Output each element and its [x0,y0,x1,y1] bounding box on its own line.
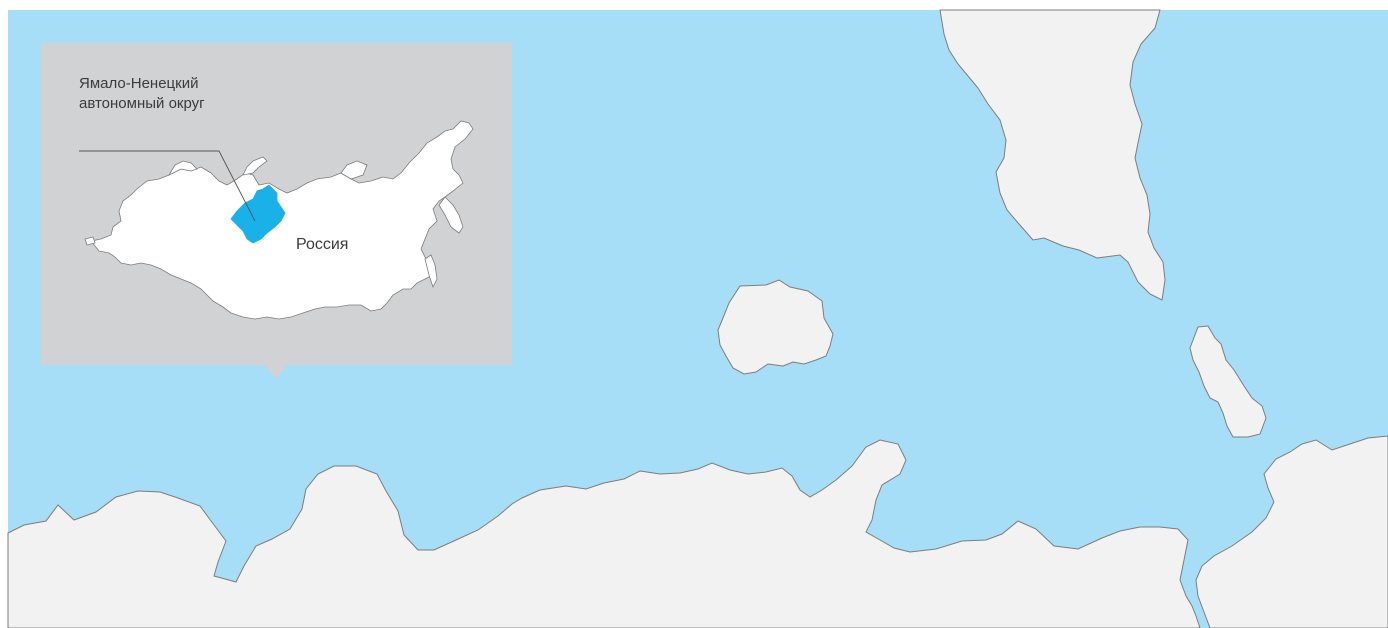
yamalo-nenets-region [230,184,286,244]
north-peninsula [939,9,1166,301]
east-island [1189,325,1267,438]
novaya-zemlya [242,156,268,176]
region-leader-line [79,150,256,222]
inset-pointer [265,365,287,379]
region-label: Ямало-Ненецкий автономный округ [79,75,205,112]
central-island [717,279,834,375]
kamchatka [438,196,464,234]
kola-peninsula [167,160,198,176]
sakhalin [424,254,438,289]
location-inset: Ямало-Ненецкий автономный округ Россия [41,43,512,365]
southern-mainland [7,439,1201,628]
inset-canvas [79,120,474,320]
southeast-land [1195,435,1388,628]
taymyr [340,160,368,180]
kaliningrad [84,236,96,246]
country-label: Россия [296,236,349,253]
